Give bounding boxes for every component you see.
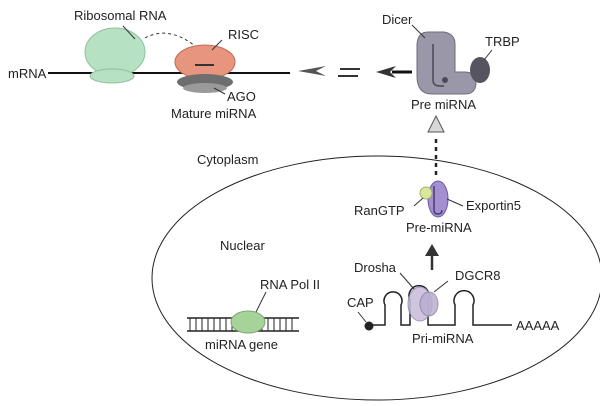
exportin5-leader-line [446, 198, 464, 207]
label-pri-mirna: Pri-miRNA [412, 331, 474, 346]
rna-pol-ii-icon [230, 310, 266, 334]
risc-complex-icon [174, 44, 236, 93]
label-rna-pol-ii: RNA Pol II [260, 277, 320, 292]
nucleus-membrane [151, 155, 600, 401]
ago-leader-line [213, 87, 226, 95]
rangtp-leader-line [413, 197, 424, 207]
trbp-leader-line [483, 49, 493, 61]
label-pre-mirna-top: Pre miRNA [411, 97, 476, 112]
pri-mirna-strand [364, 284, 512, 331]
label-cap: CAP [347, 295, 374, 310]
label-mirna-gene: miRNA gene [205, 337, 278, 352]
pri-to-pre-arrowhead-icon [425, 244, 439, 256]
label-ago: AGO [227, 89, 256, 104]
label-nuclear: Nuclear [220, 238, 265, 253]
label-pre-mirna-mid: Pre-miRNA [406, 220, 472, 235]
label-drosha: Drosha [354, 260, 397, 275]
label-mature-mirna: Mature miRNA [171, 106, 257, 121]
cap-leader-line [357, 311, 367, 323]
label-risc: RISC [228, 27, 259, 42]
label-trbp: TRBP [485, 34, 520, 49]
dgcr8-leader-line [433, 280, 449, 293]
label-cytoplasm: Cytoplasm [197, 152, 258, 167]
trbp-icon [470, 57, 490, 83]
ribosome-icon [84, 27, 146, 84]
label-rangtp: RanGTP [354, 203, 405, 218]
drosha-leader-line [399, 272, 415, 290]
label-aaaaa: AAAAA [516, 318, 560, 333]
risc-leader-line [211, 39, 223, 51]
label-dicer: Dicer [382, 12, 413, 27]
rna-pol-leader-line [255, 291, 267, 313]
label-mrna: mRNA [8, 66, 47, 81]
dicer-icon [416, 31, 477, 95]
exportin5-complex-icon [427, 180, 449, 218]
dicer-leader-line [411, 24, 426, 39]
ribosome-leader-line [122, 25, 136, 40]
export-arrowhead-icon [427, 114, 445, 133]
label-exportin5: Exportin5 [466, 198, 521, 213]
drosha-dgcr8-icon [407, 286, 439, 322]
label-ribosomal-rna: Ribosomal RNA [74, 8, 167, 23]
rangtp-icon [419, 186, 433, 200]
label-dgcr8: DGCR8 [455, 268, 501, 283]
release-arrow-icon [298, 66, 412, 78]
